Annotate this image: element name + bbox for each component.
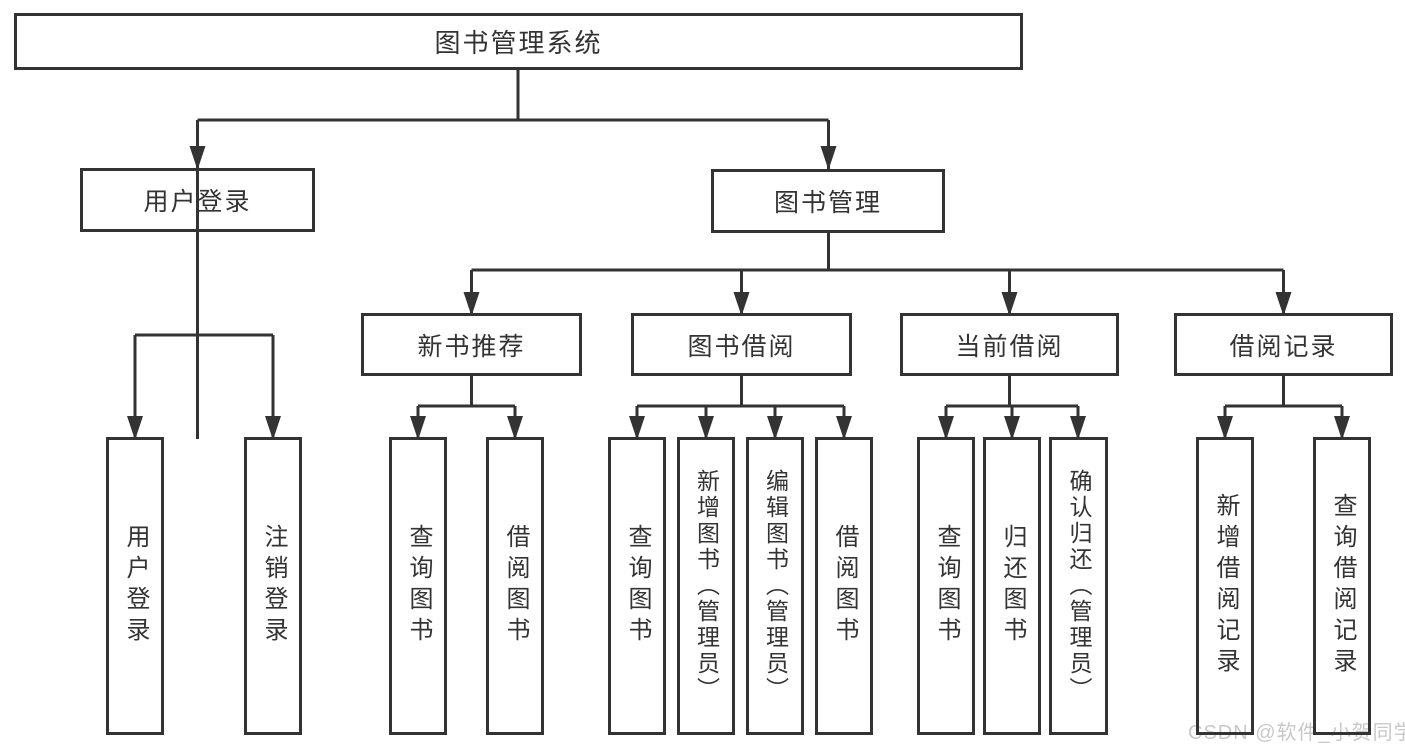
- leaf-query-books-recommend-label: 查询图书: [405, 524, 432, 648]
- leaf-logout-label: 注销登录: [260, 524, 287, 648]
- leaf-add-book-admin: 新增图书（管理员）: [677, 437, 735, 735]
- arrowheads: [127, 146, 1350, 440]
- leaf-borrow-books-recommend-label: 借阅图书: [502, 524, 529, 648]
- node-borrowing-records-label: 借阅记录: [1229, 332, 1338, 361]
- node-library-system: 图书管理系统: [14, 13, 1023, 70]
- connector-records-to-leaves: [1223, 376, 1344, 439]
- node-user-login-label: 用户登录: [143, 188, 252, 216]
- leaf-add-borrow-record-label: 新增借阅记录: [1212, 493, 1239, 679]
- leaf-add-book-admin-label: 新增图书（管理员）: [693, 469, 720, 703]
- node-borrowing-records: 借阅记录: [1174, 313, 1393, 376]
- leaf-query-books-current-label: 查询图书: [933, 524, 960, 648]
- leaf-edit-book-admin: 编辑图书（管理员）: [746, 437, 804, 735]
- leaf-confirm-return-admin-label: 确认归还（管理员）: [1066, 469, 1092, 703]
- node-book-management-label: 图书管理: [773, 189, 882, 217]
- node-library-system-label: 图书管理系统: [434, 28, 603, 58]
- leaf-user-login: 用户登录: [106, 437, 164, 735]
- leaf-query-books-recommend: 查询图书: [389, 437, 447, 735]
- node-current-borrowing-label: 当前借阅: [955, 332, 1064, 361]
- csdn-watermark: CSDN @软件_小贺同学: [1188, 722, 1405, 744]
- leaf-add-borrow-record: 新增借阅记录: [1196, 437, 1254, 735]
- leaf-borrow-books-label: 借阅图书: [831, 524, 858, 648]
- leaf-logout: 注销登录: [244, 437, 302, 735]
- leaf-query-books-borrow: 查询图书: [608, 437, 666, 735]
- node-book-borrowing: 图书借阅: [631, 313, 852, 376]
- leaf-borrow-books: 借阅图书: [815, 437, 873, 735]
- leaf-query-borrow-record: 查询借阅记录: [1313, 437, 1371, 735]
- leaf-query-borrow-record-label: 查询借阅记录: [1329, 493, 1356, 679]
- connector-root-to-level2: [196, 70, 830, 439]
- connector-newbook-to-leaves: [416, 376, 517, 439]
- leaf-confirm-return-admin: 确认归还（管理员）: [1049, 437, 1108, 735]
- leaf-query-books-current: 查询图书: [917, 437, 975, 735]
- leaf-user-login-label: 用户登录: [122, 524, 149, 648]
- leaf-borrow-books-recommend: 借阅图书: [486, 437, 544, 735]
- leaf-query-books-borrow-label: 查询图书: [624, 524, 651, 648]
- node-current-borrowing: 当前借阅: [900, 313, 1119, 376]
- leaf-return-book-label: 归还图书: [999, 524, 1026, 648]
- node-new-book-recommend: 新书推荐: [361, 313, 582, 376]
- leaf-return-book: 归还图书: [983, 437, 1041, 735]
- node-user-login: 用户登录: [80, 168, 315, 232]
- node-book-management: 图书管理: [711, 169, 945, 233]
- connector-userlogin-to-leaves: [133, 232, 275, 439]
- connector-bookmgmt-to-level3: [470, 233, 1285, 315]
- node-book-borrowing-label: 图书借阅: [687, 332, 796, 361]
- node-new-book-recommend-label: 新书推荐: [417, 332, 526, 361]
- leaf-edit-book-admin-label: 编辑图书（管理员）: [762, 469, 789, 703]
- connector-borrow-to-leaves: [635, 376, 846, 439]
